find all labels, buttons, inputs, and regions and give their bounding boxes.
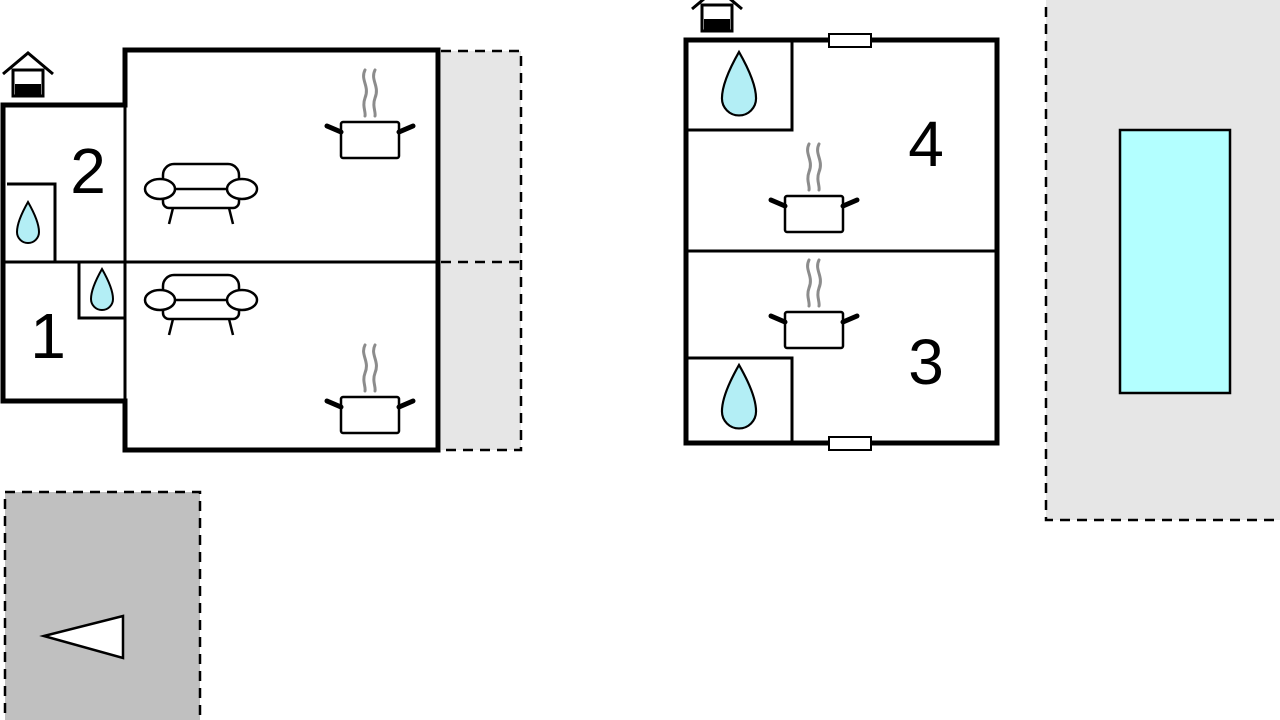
pool-deck-border bbox=[1044, 0, 1280, 522]
left-building-walls bbox=[0, 47, 441, 453]
cooking-pot-icon bbox=[327, 70, 413, 158]
water-drop-icon bbox=[720, 50, 758, 117]
house-entrance-icon bbox=[690, 0, 744, 33]
swimming-pool-icon bbox=[1118, 128, 1232, 395]
terrace-border bbox=[441, 49, 523, 452]
bathroom-unit-1-wall bbox=[77, 262, 125, 320]
house-entrance-icon bbox=[1, 51, 55, 98]
parking-direction-icon bbox=[39, 614, 125, 660]
room-number-4: 4 bbox=[908, 108, 944, 180]
bathroom-unit-2-wall bbox=[7, 182, 57, 262]
parking-border bbox=[3, 490, 202, 720]
water-drop-icon bbox=[90, 268, 114, 311]
window-icon bbox=[828, 436, 872, 451]
bathroom-unit-4-wall bbox=[688, 42, 794, 132]
cooking-pot-icon bbox=[771, 144, 857, 232]
room-number-3: 3 bbox=[908, 326, 944, 398]
room-number-1: 1 bbox=[30, 300, 66, 372]
bathroom-unit-3-wall bbox=[688, 356, 794, 441]
room-number-2: 2 bbox=[70, 135, 106, 207]
window-icon bbox=[828, 33, 872, 48]
water-drop-icon bbox=[720, 363, 758, 430]
cooking-pot-icon bbox=[771, 260, 857, 348]
parking-area bbox=[5, 492, 200, 720]
terrace-upper bbox=[441, 51, 521, 262]
cooking-pot-icon bbox=[327, 345, 413, 433]
terrace-lower bbox=[441, 262, 521, 450]
water-drop-icon bbox=[16, 201, 40, 244]
sofa-icon bbox=[143, 273, 259, 337]
sofa-icon bbox=[143, 162, 259, 226]
